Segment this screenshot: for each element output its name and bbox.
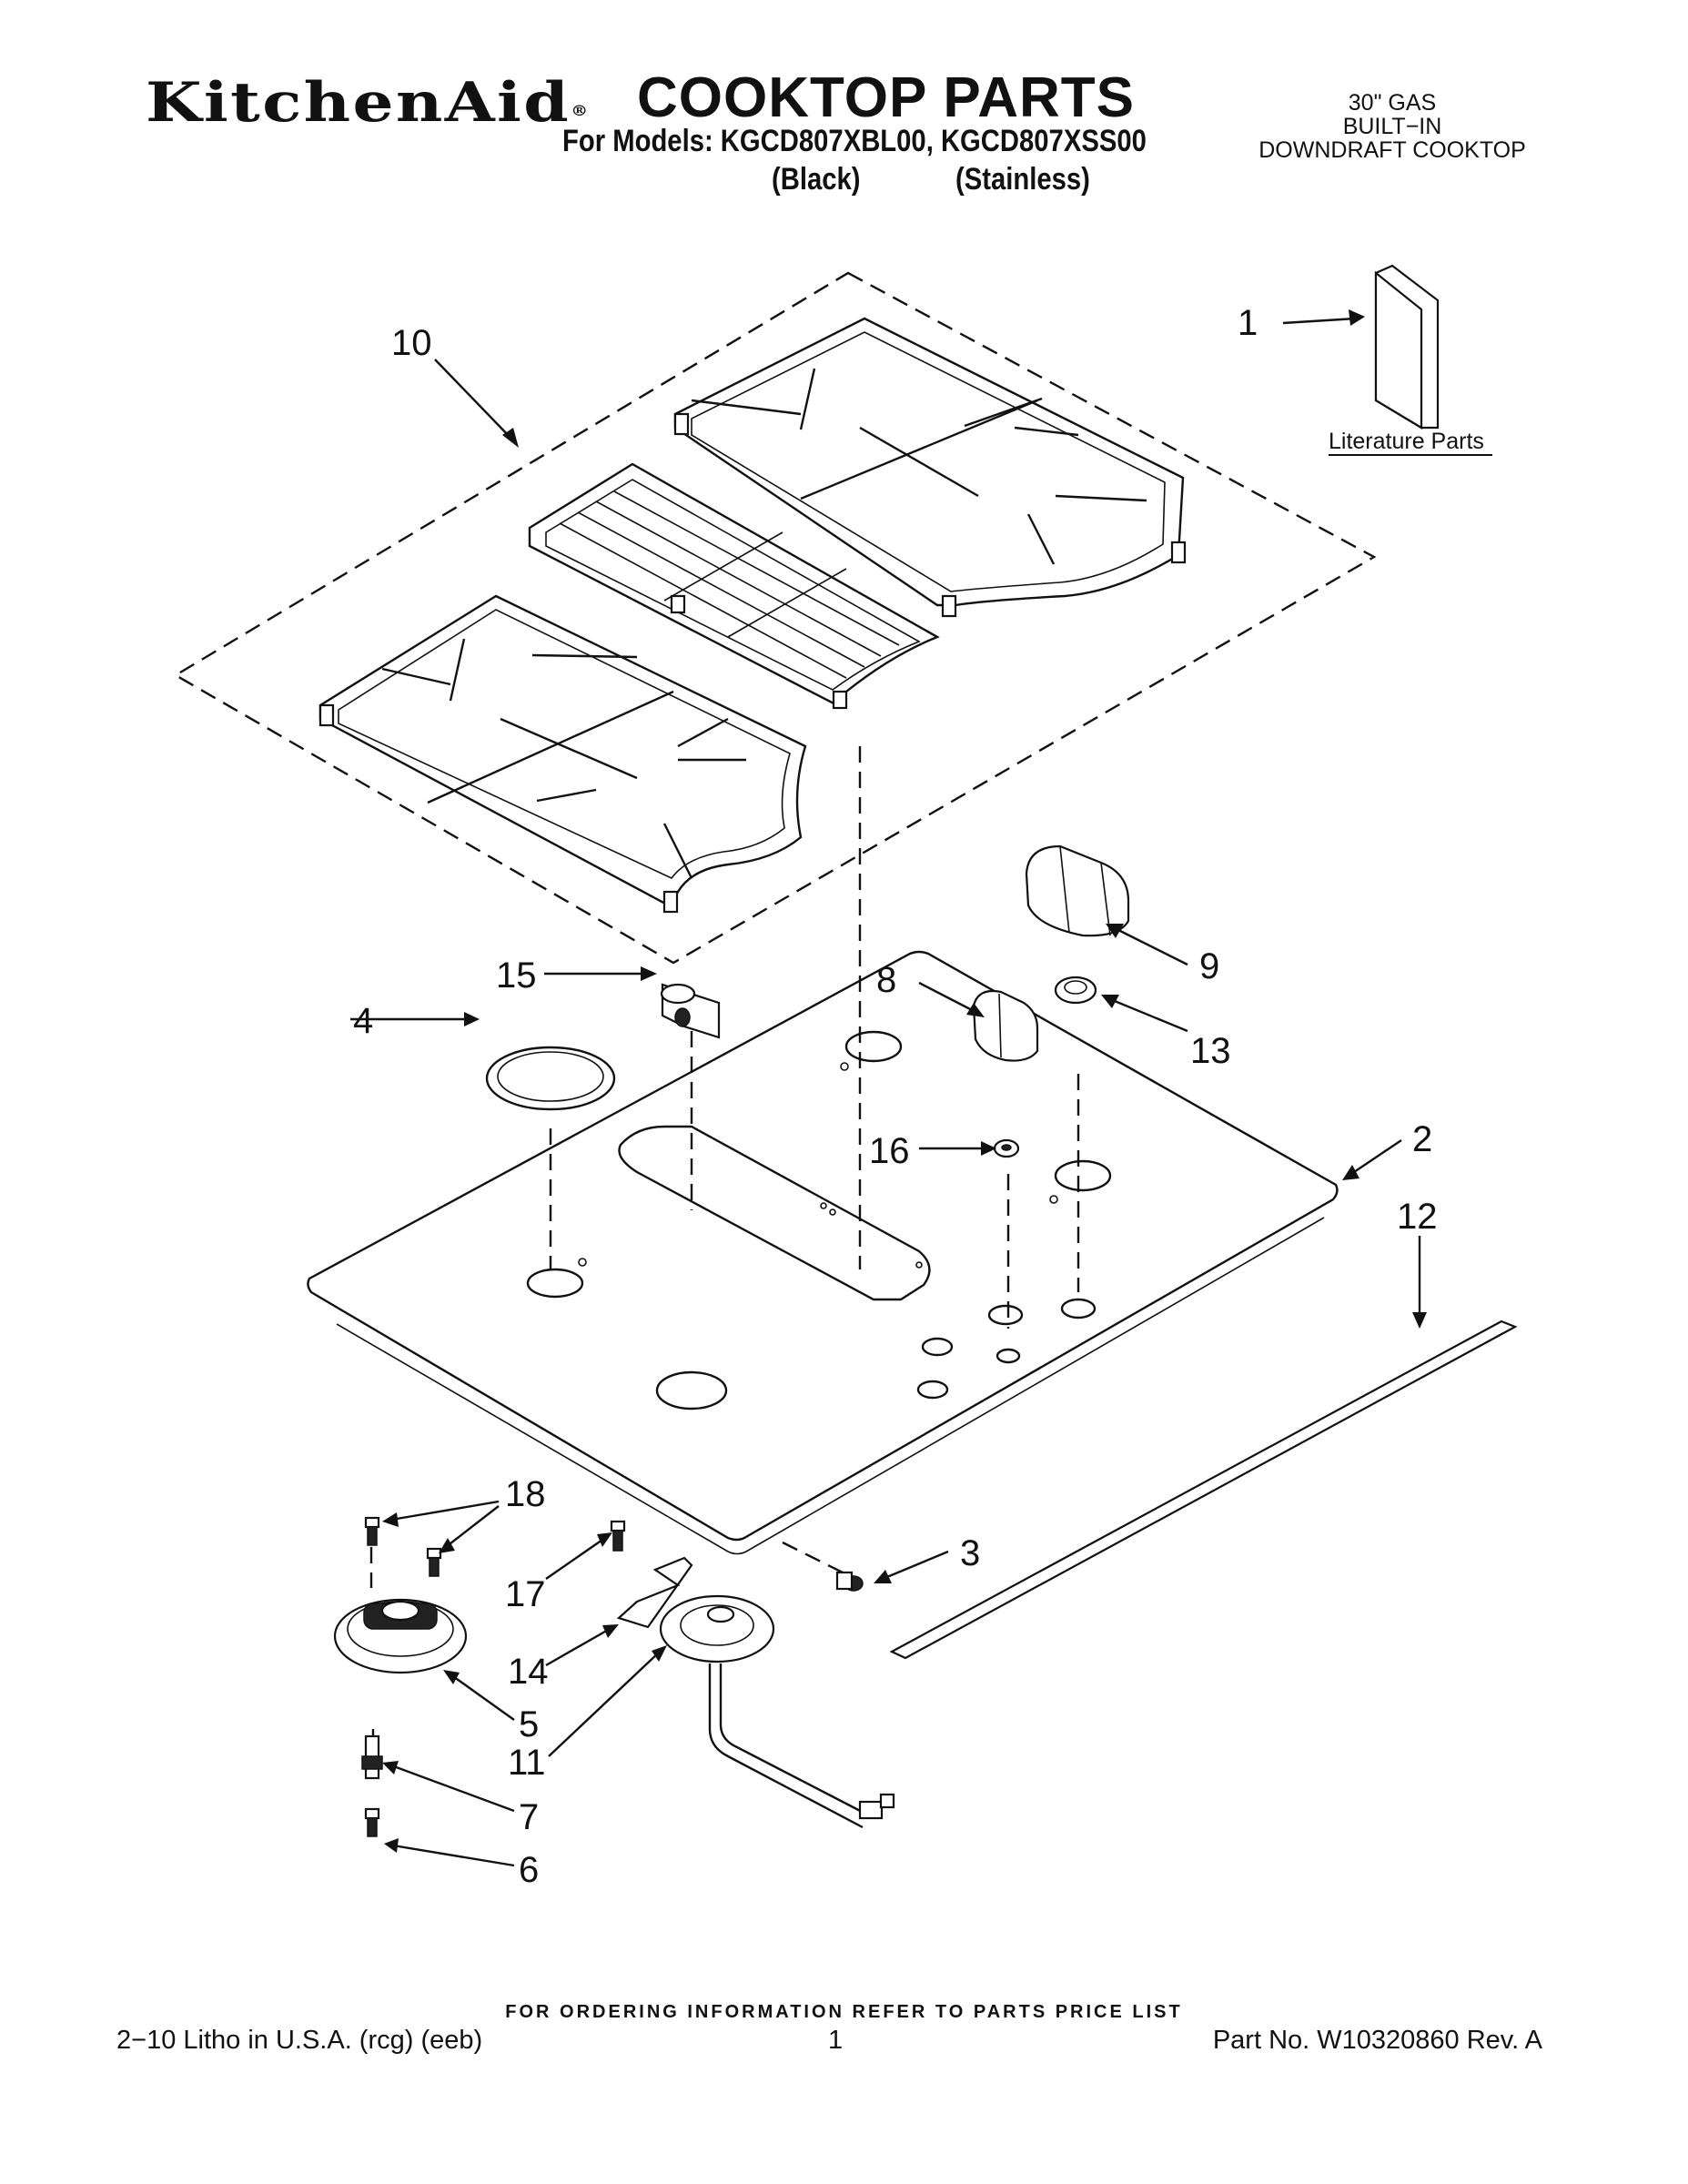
spark-igniter — [361, 1734, 383, 1780]
callout-8: 8 — [876, 960, 896, 1000]
description-line: DOWNDRAFT COOKTOP — [1258, 137, 1526, 163]
variant-stainless: (Stainless) — [955, 162, 1090, 197]
callout-16: 16 — [869, 1131, 910, 1171]
burner-base — [333, 1598, 468, 1674]
brand-logo: KitchenAid® — [146, 71, 588, 135]
burner-tube-assembly — [659, 1594, 895, 1829]
burner-base-screws — [364, 1516, 442, 1577]
brand-name: KitchenAid — [146, 71, 571, 135]
description-line: BUILT−IN — [1342, 114, 1442, 139]
control-knob-large — [1025, 844, 1130, 937]
part-number: Part No. W10320860 Rev. A — [1212, 2026, 1542, 2055]
knob-bezel — [1054, 976, 1097, 1005]
model-numbers: For Models: KGCD807XBL00, KGCD807XSS00 — [562, 124, 1147, 158]
callout-5: 5 — [519, 1704, 539, 1744]
leader-lines — [350, 309, 1427, 1867]
bracket-screw — [610, 1520, 626, 1552]
callout-7: 7 — [519, 1797, 539, 1837]
callout-10: 10 — [391, 323, 432, 363]
callout-11: 11 — [508, 1743, 546, 1783]
igniter-screw — [364, 1807, 380, 1837]
knob-washer — [993, 1138, 1020, 1158]
right-burner-grate — [673, 317, 1187, 618]
burner-trim-ring — [485, 1046, 616, 1111]
callout-9: 9 — [1199, 946, 1219, 986]
description-line: 30" GAS — [1348, 90, 1437, 116]
callout-13: 13 — [1190, 1031, 1231, 1071]
product-description: 30" GAS BUILT−IN DOWNDRAFT COOKTOP — [1242, 91, 1542, 162]
print-info: 2−10 Litho in U.S.A. (rcg) (eeb) — [116, 2026, 483, 2055]
callout-15: 15 — [496, 956, 537, 996]
callout-18: 18 — [505, 1474, 546, 1514]
literature-parts-label: Literature Parts — [1329, 429, 1484, 454]
alignment-line — [782, 1541, 847, 1576]
left-burner-grate — [318, 594, 807, 914]
variant-black: (Black) — [772, 162, 861, 197]
downdraft-clip — [660, 983, 721, 1039]
page-title: COOKTOP PARTS — [637, 66, 1135, 129]
callout-6: 6 — [519, 1850, 539, 1890]
callout-14: 14 — [508, 1652, 549, 1692]
callout-12: 12 — [1397, 1197, 1438, 1237]
trim-strip — [889, 1320, 1518, 1660]
callout-4: 4 — [353, 1001, 373, 1041]
callout-3: 3 — [960, 1533, 980, 1573]
callout-2: 2 — [1412, 1119, 1432, 1159]
control-knob-small — [972, 989, 1039, 1062]
callout-17: 17 — [505, 1574, 546, 1614]
mounting-bracket — [616, 1556, 693, 1629]
registered-mark: ® — [571, 102, 589, 119]
center-downdraft-grate — [528, 462, 940, 710]
ordering-note: FOR ORDERING INFORMATION REFER TO PARTS … — [505, 2002, 1183, 2022]
cooktop-glass-top — [307, 950, 1339, 1555]
literature-booklet — [1374, 264, 1440, 430]
mounting-screw — [835, 1571, 864, 1592]
callout-1: 1 — [1238, 303, 1258, 343]
page-number: 1 — [828, 2026, 844, 2055]
grate-group-boundary — [173, 271, 1377, 965]
